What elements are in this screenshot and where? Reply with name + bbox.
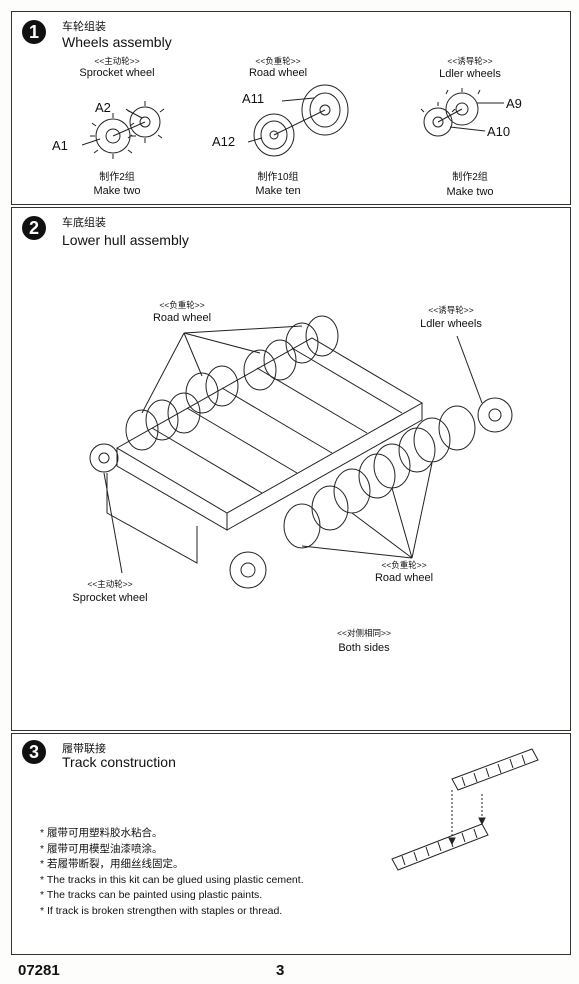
note-6: * If track is broken strengthen with sta… bbox=[40, 904, 283, 917]
sprocket2-label-en: Sprocket wheel bbox=[72, 592, 148, 604]
road-qty-en: Make ten bbox=[255, 185, 301, 197]
step1-title-en: Wheels assembly bbox=[62, 34, 172, 50]
both-sides-label-en: Both sides bbox=[338, 642, 390, 654]
sprocket-label-en: Sprocket wheel bbox=[79, 67, 155, 79]
step1-title-cn: 车轮组装 bbox=[62, 21, 106, 33]
idler-label-cn: <<诱导轮>> bbox=[447, 56, 493, 66]
road-top-label-en: Road wheel bbox=[152, 312, 212, 324]
road-top-label-cn: <<负重轮>> bbox=[159, 300, 205, 310]
part-a9: A9 bbox=[506, 96, 522, 111]
part-a12: A12 bbox=[212, 134, 236, 149]
part-a11: A11 bbox=[242, 91, 265, 106]
idler-qty-cn: 制作2组 bbox=[452, 172, 488, 183]
road-qty-cn: 制作10组 bbox=[257, 172, 299, 183]
step2-number: 2 bbox=[22, 216, 46, 240]
page-number: 3 bbox=[276, 962, 285, 979]
wheel-parts-drawing bbox=[81, 84, 504, 159]
road-label-cn: <<负重轮>> bbox=[255, 56, 301, 66]
note-4: * The tracks in this kit can be glued us… bbox=[40, 873, 304, 886]
note-2: * 履带可用模型油漆喷涂。 bbox=[40, 842, 163, 855]
step3-panel: 3 履带联接 Track construction * 履带可用塑料胶水粘合。 … bbox=[11, 733, 571, 955]
step3-title-en: Track construction bbox=[62, 754, 176, 770]
idler2-label-en: Ldler wheels bbox=[420, 318, 482, 330]
note-1: * 履带可用塑料胶水粘合。 bbox=[40, 827, 163, 839]
kit-code: 07281 bbox=[18, 962, 60, 979]
note-3: * 若履带断裂，用细丝线固定。 bbox=[40, 858, 184, 870]
road-label-en: Road wheel bbox=[248, 67, 308, 79]
lower-hull-drawing bbox=[89, 315, 513, 589]
sprocket-qty-cn: 制作2组 bbox=[99, 172, 135, 183]
both-sides-label-cn: <<对侧相同>> bbox=[337, 628, 391, 638]
sprocket2-label-cn: <<主动轮>> bbox=[87, 579, 133, 589]
idler-label-en: Ldler wheels bbox=[439, 68, 501, 80]
idler2-label-cn: <<诱导轮>> bbox=[428, 305, 474, 315]
road-bottom-label-en: Road wheel bbox=[374, 572, 434, 584]
step2-title-en: Lower hull assembly bbox=[62, 232, 189, 248]
sprocket-qty-en: Make two bbox=[93, 185, 141, 197]
track-notes: * 履带可用塑料胶水粘合。 * 履带可用模型油漆喷涂。 * 若履带断裂，用细丝线… bbox=[40, 826, 304, 919]
step2-panel: 2 车底组装 Lower hull assembly <<负重轮>> Road … bbox=[11, 207, 571, 731]
step3-number: 3 bbox=[22, 740, 46, 764]
road-bottom-label-cn: <<负重轮>> bbox=[381, 560, 427, 570]
note-5: * The tracks can be painted using plasti… bbox=[40, 889, 263, 901]
step2-title-cn: 车底组装 bbox=[62, 217, 106, 229]
step3-title-cn: 履带联接 bbox=[62, 743, 106, 755]
part-a2: A2 bbox=[95, 100, 111, 115]
part-a1: A1 bbox=[52, 138, 68, 153]
sprocket-label-cn: <<主动轮>> bbox=[94, 56, 140, 66]
step1-panel: 1 车轮组装 Wheels assembly <<主动轮>> Sprocket … bbox=[11, 11, 571, 205]
part-a10: A10 bbox=[487, 124, 511, 139]
step1-number: 1 bbox=[22, 20, 46, 44]
track-drawing bbox=[391, 748, 539, 871]
idler-qty-en: Make two bbox=[446, 186, 494, 198]
